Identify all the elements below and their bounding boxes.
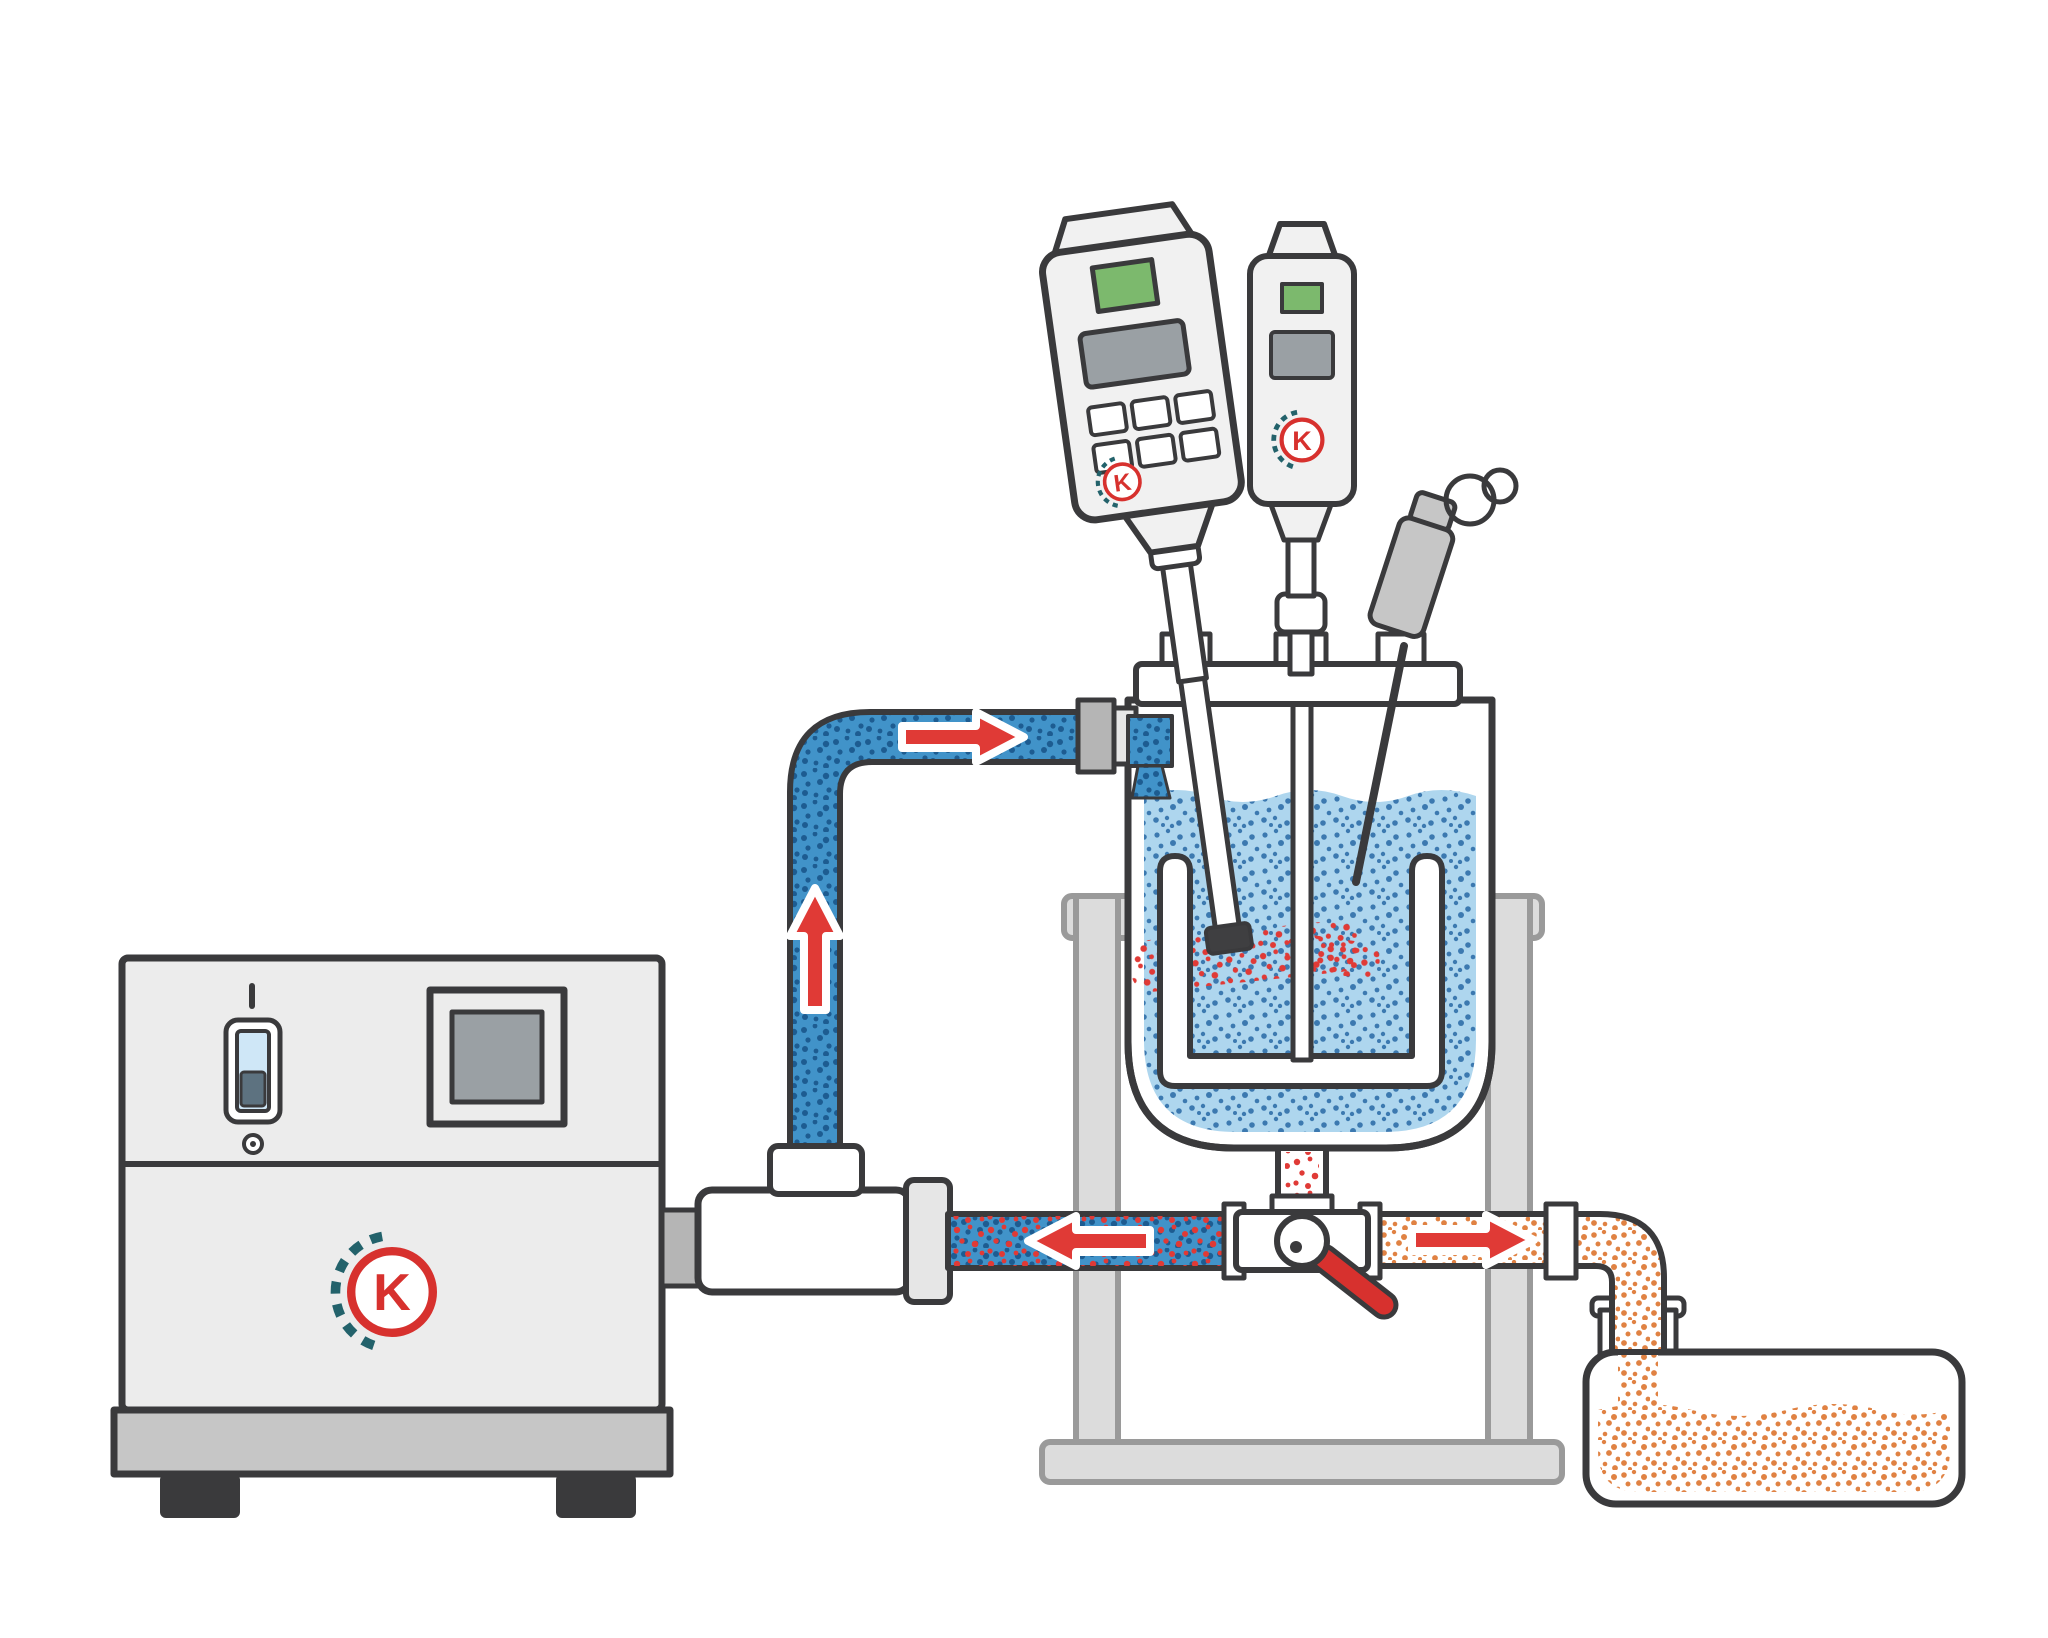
circulator-body [118,954,666,1414]
pipe-coupler [903,1177,953,1305]
drain-valve [1221,1193,1399,1320]
right-foot [556,1474,636,1518]
brand-letter: K [373,1264,411,1322]
drive-display [1269,330,1335,380]
inline-pump-head [694,1177,953,1305]
disperser-control-unit: K [1039,201,1254,956]
brand-letter: K [1292,426,1312,456]
supply-pipe [767,697,1174,1197]
brand-letter: K [1112,469,1134,498]
cable-coil [1443,473,1497,527]
vessel-glass-edge [1124,696,1496,1152]
bottle-liquid [1598,1404,1950,1492]
pipe-flange [767,1143,865,1197]
overhead-stirrer-drive: K [1247,221,1357,677]
probe-rod [1352,642,1408,886]
pour-stream [1618,1350,1658,1416]
brand-logo: K [1274,412,1323,468]
shaft-coupling [1274,591,1328,635]
stirrer-shaft [1290,699,1314,1063]
vessel-stand [1039,893,1565,1485]
drive-top-cap [1265,221,1339,261]
brand-logo: K [1095,456,1143,510]
inlet-fitting [1075,697,1117,775]
outlet-port [659,1207,701,1289]
temperature-probe [1352,467,1519,886]
inlet-spout [1126,714,1174,768]
keypad [1086,389,1222,475]
indicator-screw [242,1133,264,1155]
controller-screen [1089,257,1161,314]
pipe-fitting [1543,1201,1579,1281]
inlet-stream [1130,764,1172,800]
circulator-unit: K [110,954,701,1518]
probe-head [1367,515,1456,639]
disperser-head [1203,921,1254,956]
circulator-base [110,1406,674,1478]
power-switch [223,1017,283,1125]
controller-display [1077,318,1192,390]
anchor-stirrer [1157,853,1445,1089]
valve-pivot [1290,1241,1302,1253]
cable-coil [1481,467,1519,505]
brand-logo: K [335,1236,432,1347]
left-foot [160,1474,240,1518]
status-display [426,986,568,1128]
drive-screen [1280,282,1324,314]
